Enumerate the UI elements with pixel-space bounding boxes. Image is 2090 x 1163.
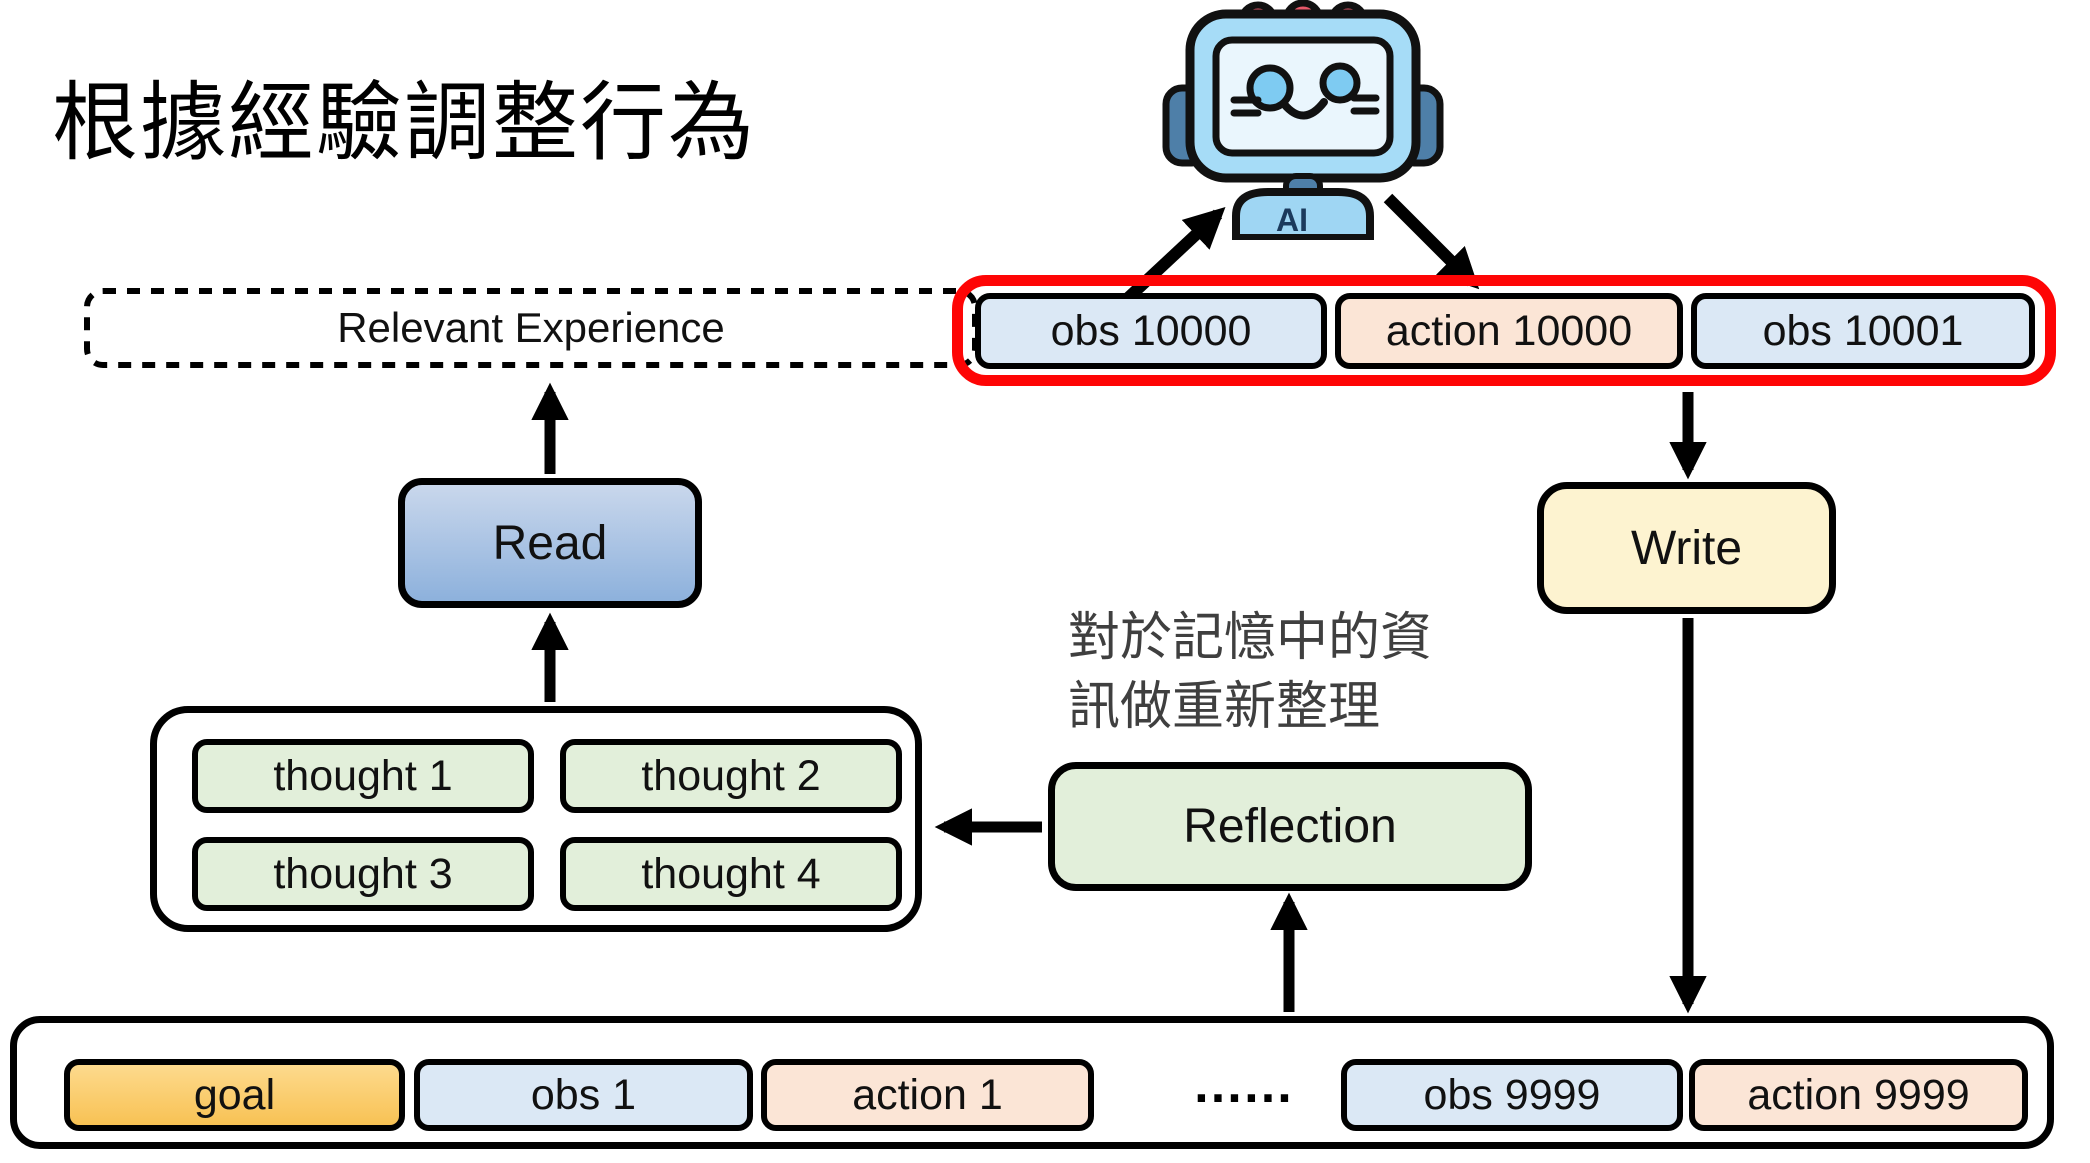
memory-ellipsis: …… <box>1192 1056 1294 1114</box>
annotation-line-2: 訊做重新整理 <box>1068 677 1381 736</box>
robot-cheek-marks <box>1230 94 1380 117</box>
action-9999-box: action 9999 <box>1689 1059 2028 1131</box>
obs-9999-box: obs 9999 <box>1341 1059 1683 1131</box>
robot-body <box>1232 188 1374 240</box>
ai-robot-icon: AI <box>1162 0 1444 240</box>
page-title: 根據經驗調整行為 <box>52 75 756 171</box>
obs-10001-box: obs 10001 <box>1691 293 2035 369</box>
robot-ai-badge: AI <box>1276 202 1308 238</box>
arrow-robot-to-current-step <box>1383 193 1480 290</box>
obs-10000-box: obs 10000 <box>975 293 1327 369</box>
action-10000-box: action 10000 <box>1335 293 1683 369</box>
thought-3-box: thought 3 <box>192 837 534 911</box>
write-operation-box: Write <box>1537 482 1836 614</box>
thoughts-container: thought 1 thought 2 thought 3 thought 4 <box>150 706 922 932</box>
thought-1-box: thought 1 <box>192 739 534 813</box>
thought-2-box: thought 2 <box>560 739 902 813</box>
goal-box: goal <box>64 1059 405 1131</box>
relevant-experience-label: Relevant Experience <box>337 304 725 351</box>
read-operation-box: Read <box>398 478 702 608</box>
action-1-box: action 1 <box>761 1059 1094 1131</box>
current-step-highlight: obs 10000 action 10000 obs 10001 <box>952 275 2056 386</box>
memory-bar: goal obs 1 action 1 …… obs 9999 action 9… <box>10 1016 2054 1149</box>
reflection-annotation: 對於記憶中的資 訊做重新整理 <box>1068 604 1548 741</box>
robot-smile <box>1280 98 1328 120</box>
relevant-experience-box <box>84 288 978 368</box>
obs-1-box: obs 1 <box>414 1059 753 1131</box>
thought-4-box: thought 4 <box>560 837 902 911</box>
robot-eye-right <box>1319 62 1361 104</box>
annotation-line-1: 對於記憶中的資 <box>1068 609 1433 667</box>
reflection-operation-box: Reflection <box>1048 762 1532 891</box>
